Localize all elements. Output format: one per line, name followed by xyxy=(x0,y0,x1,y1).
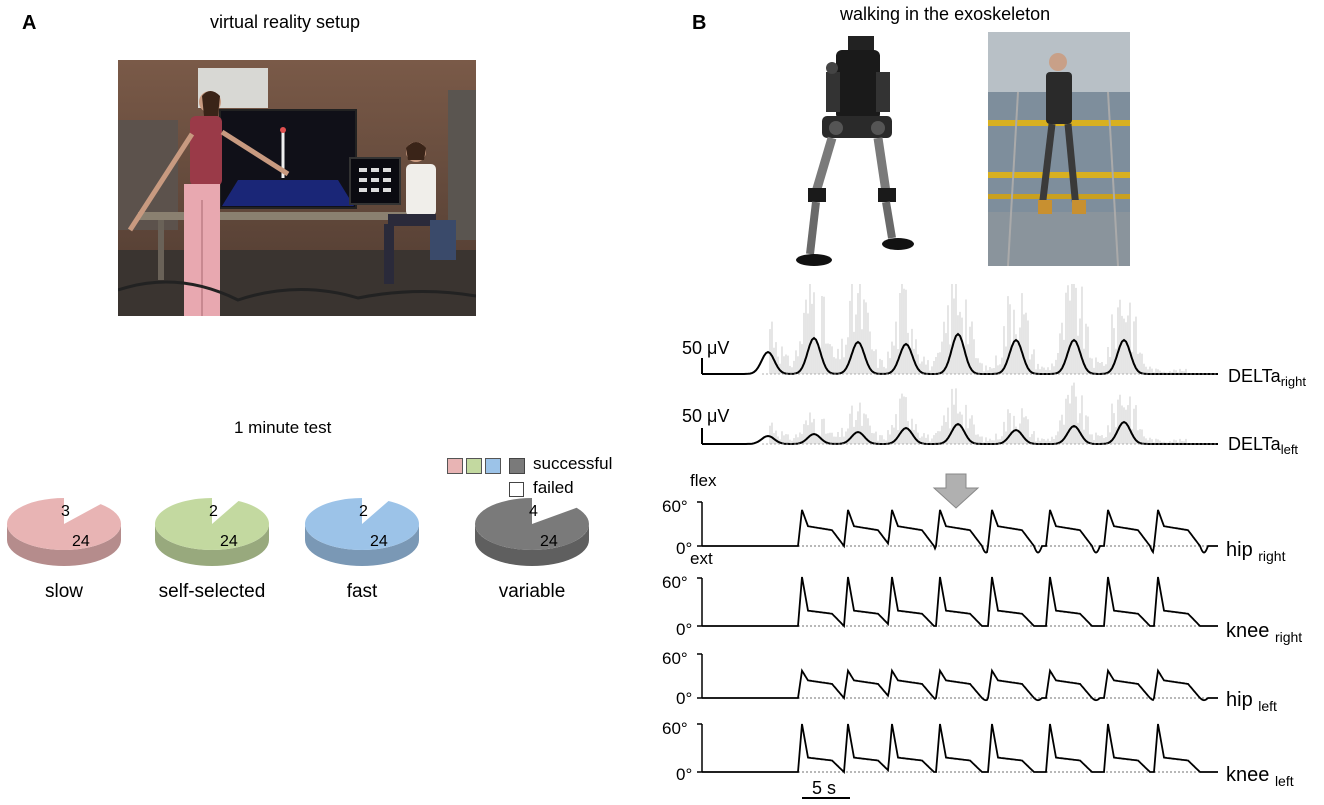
delta-right-label: DELTaright xyxy=(1228,366,1306,389)
knee-left-60: 60° xyxy=(662,719,688,738)
pie-value-successful: 24 xyxy=(370,533,388,550)
pie-side xyxy=(7,524,121,566)
legend-swatch-self-selected xyxy=(466,458,482,474)
vr-setup-photo xyxy=(118,60,476,316)
hip-right-60: 60° xyxy=(662,497,688,516)
joint-curve xyxy=(702,668,1218,702)
legend-swatch-failed xyxy=(509,482,524,497)
knee-right-60: 60° xyxy=(662,573,688,592)
pie-label: variable xyxy=(499,581,566,602)
test-title: 1 minute test xyxy=(234,418,332,437)
panel-b-title: walking in the exoskeleton xyxy=(840,4,1051,24)
pie-value-failed: 3 xyxy=(61,503,70,520)
emg-raw xyxy=(769,382,1187,444)
panel-b-letter: B xyxy=(692,12,707,34)
ext-label: ext xyxy=(690,549,713,568)
pie-slow: 243 slow xyxy=(6,498,121,602)
traces-figure: 50 μV DELTaright 50 μV DELTaleft flex 60… xyxy=(662,284,1306,799)
hip-left-60: 60° xyxy=(662,649,688,668)
pie-label: self-selected xyxy=(159,581,266,602)
hip-left-0: 0° xyxy=(676,689,692,708)
pie-fast: 242 fast xyxy=(304,498,419,602)
pie-label: slow xyxy=(45,581,83,602)
emg-scale-left: 50 μV xyxy=(682,406,729,426)
joint-curve xyxy=(702,723,1218,775)
pie-variable: 244 variable xyxy=(474,498,589,602)
delta-left-label: DELTaleft xyxy=(1228,434,1298,457)
knee-right-0: 0° xyxy=(676,620,692,639)
pie-self-selected: 242 self-selected xyxy=(154,498,269,602)
hip-left-trace xyxy=(697,653,1218,702)
pie-slice-successful xyxy=(154,498,269,550)
pie-value-successful: 24 xyxy=(220,533,238,550)
legend-swatch-variable xyxy=(509,458,525,474)
joint-curve xyxy=(702,509,1218,555)
emg-left-trace xyxy=(702,382,1218,445)
emg-right-trace xyxy=(702,284,1218,375)
legend-failed-label: failed xyxy=(533,478,574,497)
knee-right-label: knee right xyxy=(1226,620,1302,645)
pie-charts: 243slow242self-selected242fast244variabl… xyxy=(6,498,589,602)
legend-swatch-fast xyxy=(485,458,501,474)
knee-left-trace xyxy=(697,723,1218,775)
pie-side xyxy=(155,524,269,566)
pie-slice-successful xyxy=(474,498,589,550)
emg-raw xyxy=(769,284,1187,374)
hip-right-trace xyxy=(697,501,1218,555)
exoskeleton-image xyxy=(786,32,922,270)
pie-value-failed: 2 xyxy=(209,503,218,520)
knee-left-0: 0° xyxy=(676,765,692,784)
pie-slice-successful xyxy=(6,498,121,550)
knee-left-label: knee left xyxy=(1226,764,1294,789)
joint-curve xyxy=(702,576,1218,629)
pie-value-failed: 4 xyxy=(529,503,538,520)
hip-left-label: hip left xyxy=(1226,689,1277,714)
flex-label: flex xyxy=(690,471,717,490)
hip-right-label: hip right xyxy=(1226,539,1286,564)
hip-right-0: 0° xyxy=(676,539,692,558)
knee-right-trace xyxy=(697,576,1218,629)
down-arrow-icon xyxy=(932,473,980,509)
panel-a-title: virtual reality setup xyxy=(210,12,361,32)
legend-swatch-slow xyxy=(447,458,463,474)
pie-value-successful: 24 xyxy=(72,533,90,550)
pie-value-successful: 24 xyxy=(540,533,558,550)
time-scale-label: 5 s xyxy=(812,778,836,798)
pie-side xyxy=(475,524,589,566)
pie-label: fast xyxy=(347,581,378,602)
pie-side xyxy=(305,524,419,566)
pie-value-failed: 2 xyxy=(359,503,368,520)
pie-slice-successful xyxy=(304,498,419,550)
walking-photo xyxy=(988,32,1130,266)
panel-a-letter: A xyxy=(22,12,37,34)
legend-successful-label: successful xyxy=(533,454,613,473)
emg-scale-right: 50 μV xyxy=(682,338,729,358)
